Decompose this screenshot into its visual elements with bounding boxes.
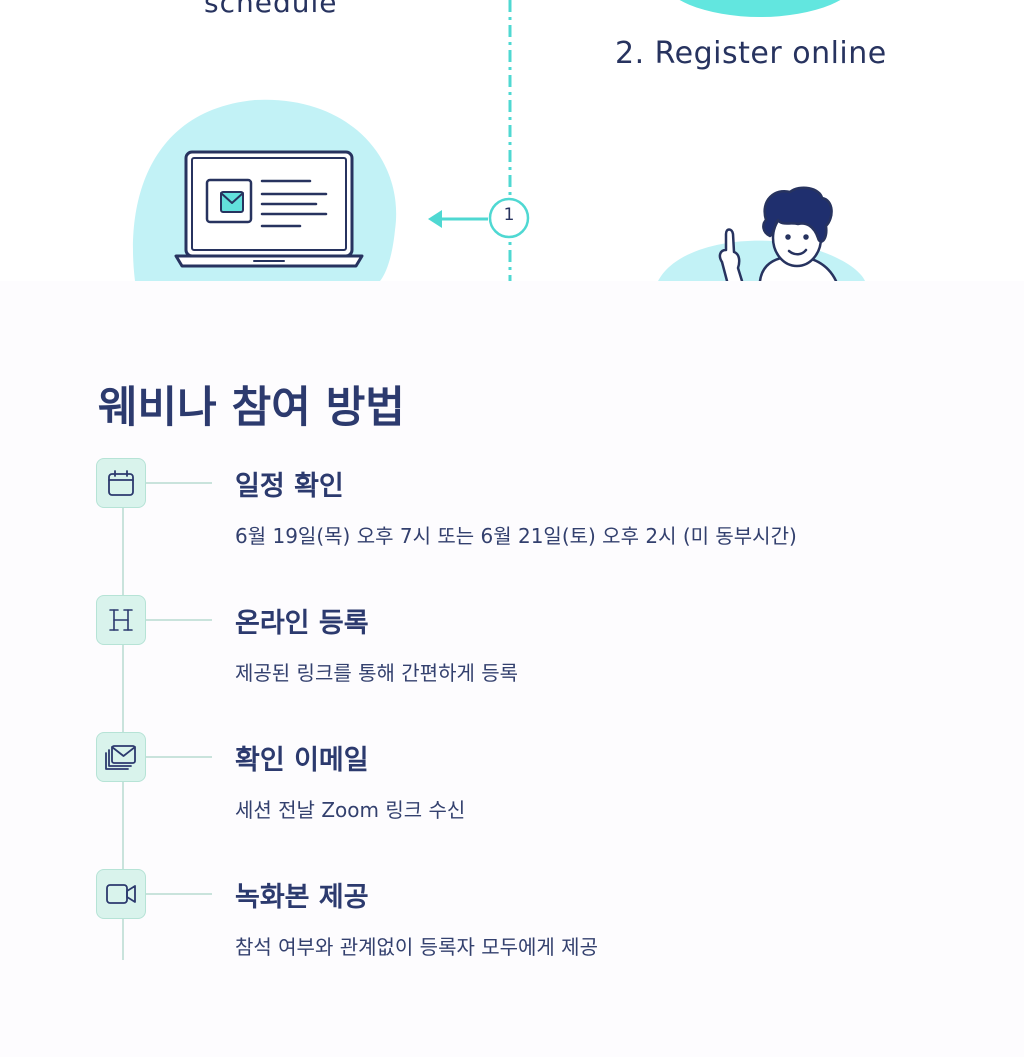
step-description: 세션 전날 Zoom 링크 수신 (235, 798, 466, 822)
step-connector (146, 756, 212, 758)
illustration-graphics (132, 0, 865, 281)
video-camera-icon (96, 869, 146, 919)
step-description: 제공된 링크를 통해 간편하게 등록 (235, 661, 519, 685)
step-title: 확인 이메일 (235, 745, 369, 776)
step-description: 참석 여부와 관계없이 등록자 모두에게 제공 (235, 935, 598, 959)
laptop-icon (174, 150, 364, 268)
step-connector (146, 893, 212, 895)
step-marker-circle (488, 197, 530, 239)
step-title: 일정 확인 (235, 471, 344, 502)
step-connector (146, 619, 212, 621)
step-connector (146, 482, 212, 484)
arrow-head-icon (428, 210, 442, 228)
step-item-schedule: 일정 확인 6월 19일(목) 오후 7시 또는 6월 21일(토) 오후 2시… (0, 458, 1024, 568)
illustration-banner: schedule 2. Register online 1 (0, 0, 1024, 281)
mail-stack-icon (96, 732, 146, 782)
step-item-email: 확인 이메일 세션 전날 Zoom 링크 수신 (0, 732, 1024, 842)
step-title: 녹화본 제공 (235, 882, 369, 913)
top-blob (679, 0, 841, 17)
illustration-caption-schedule: schedule (204, 0, 338, 19)
step-description: 6월 19일(목) 오후 7시 또는 6월 21일(토) 오후 2시 (미 동부… (235, 524, 797, 548)
section-title: 웨비나 참여 방법 (98, 383, 405, 433)
hotel-sign-icon (96, 595, 146, 645)
step-item-register: 온라인 등록 제공된 링크를 통해 간편하게 등록 (0, 595, 1024, 705)
step-item-recording: 녹화본 제공 참석 여부와 관계없이 등록자 모두에게 제공 (0, 869, 1024, 979)
illustration-caption-register: 2. Register online (615, 36, 887, 71)
step-marker-number: 1 (503, 205, 515, 225)
calendar-icon (96, 458, 146, 508)
person-pointing-icon (718, 186, 838, 281)
step-title: 온라인 등록 (235, 608, 369, 639)
